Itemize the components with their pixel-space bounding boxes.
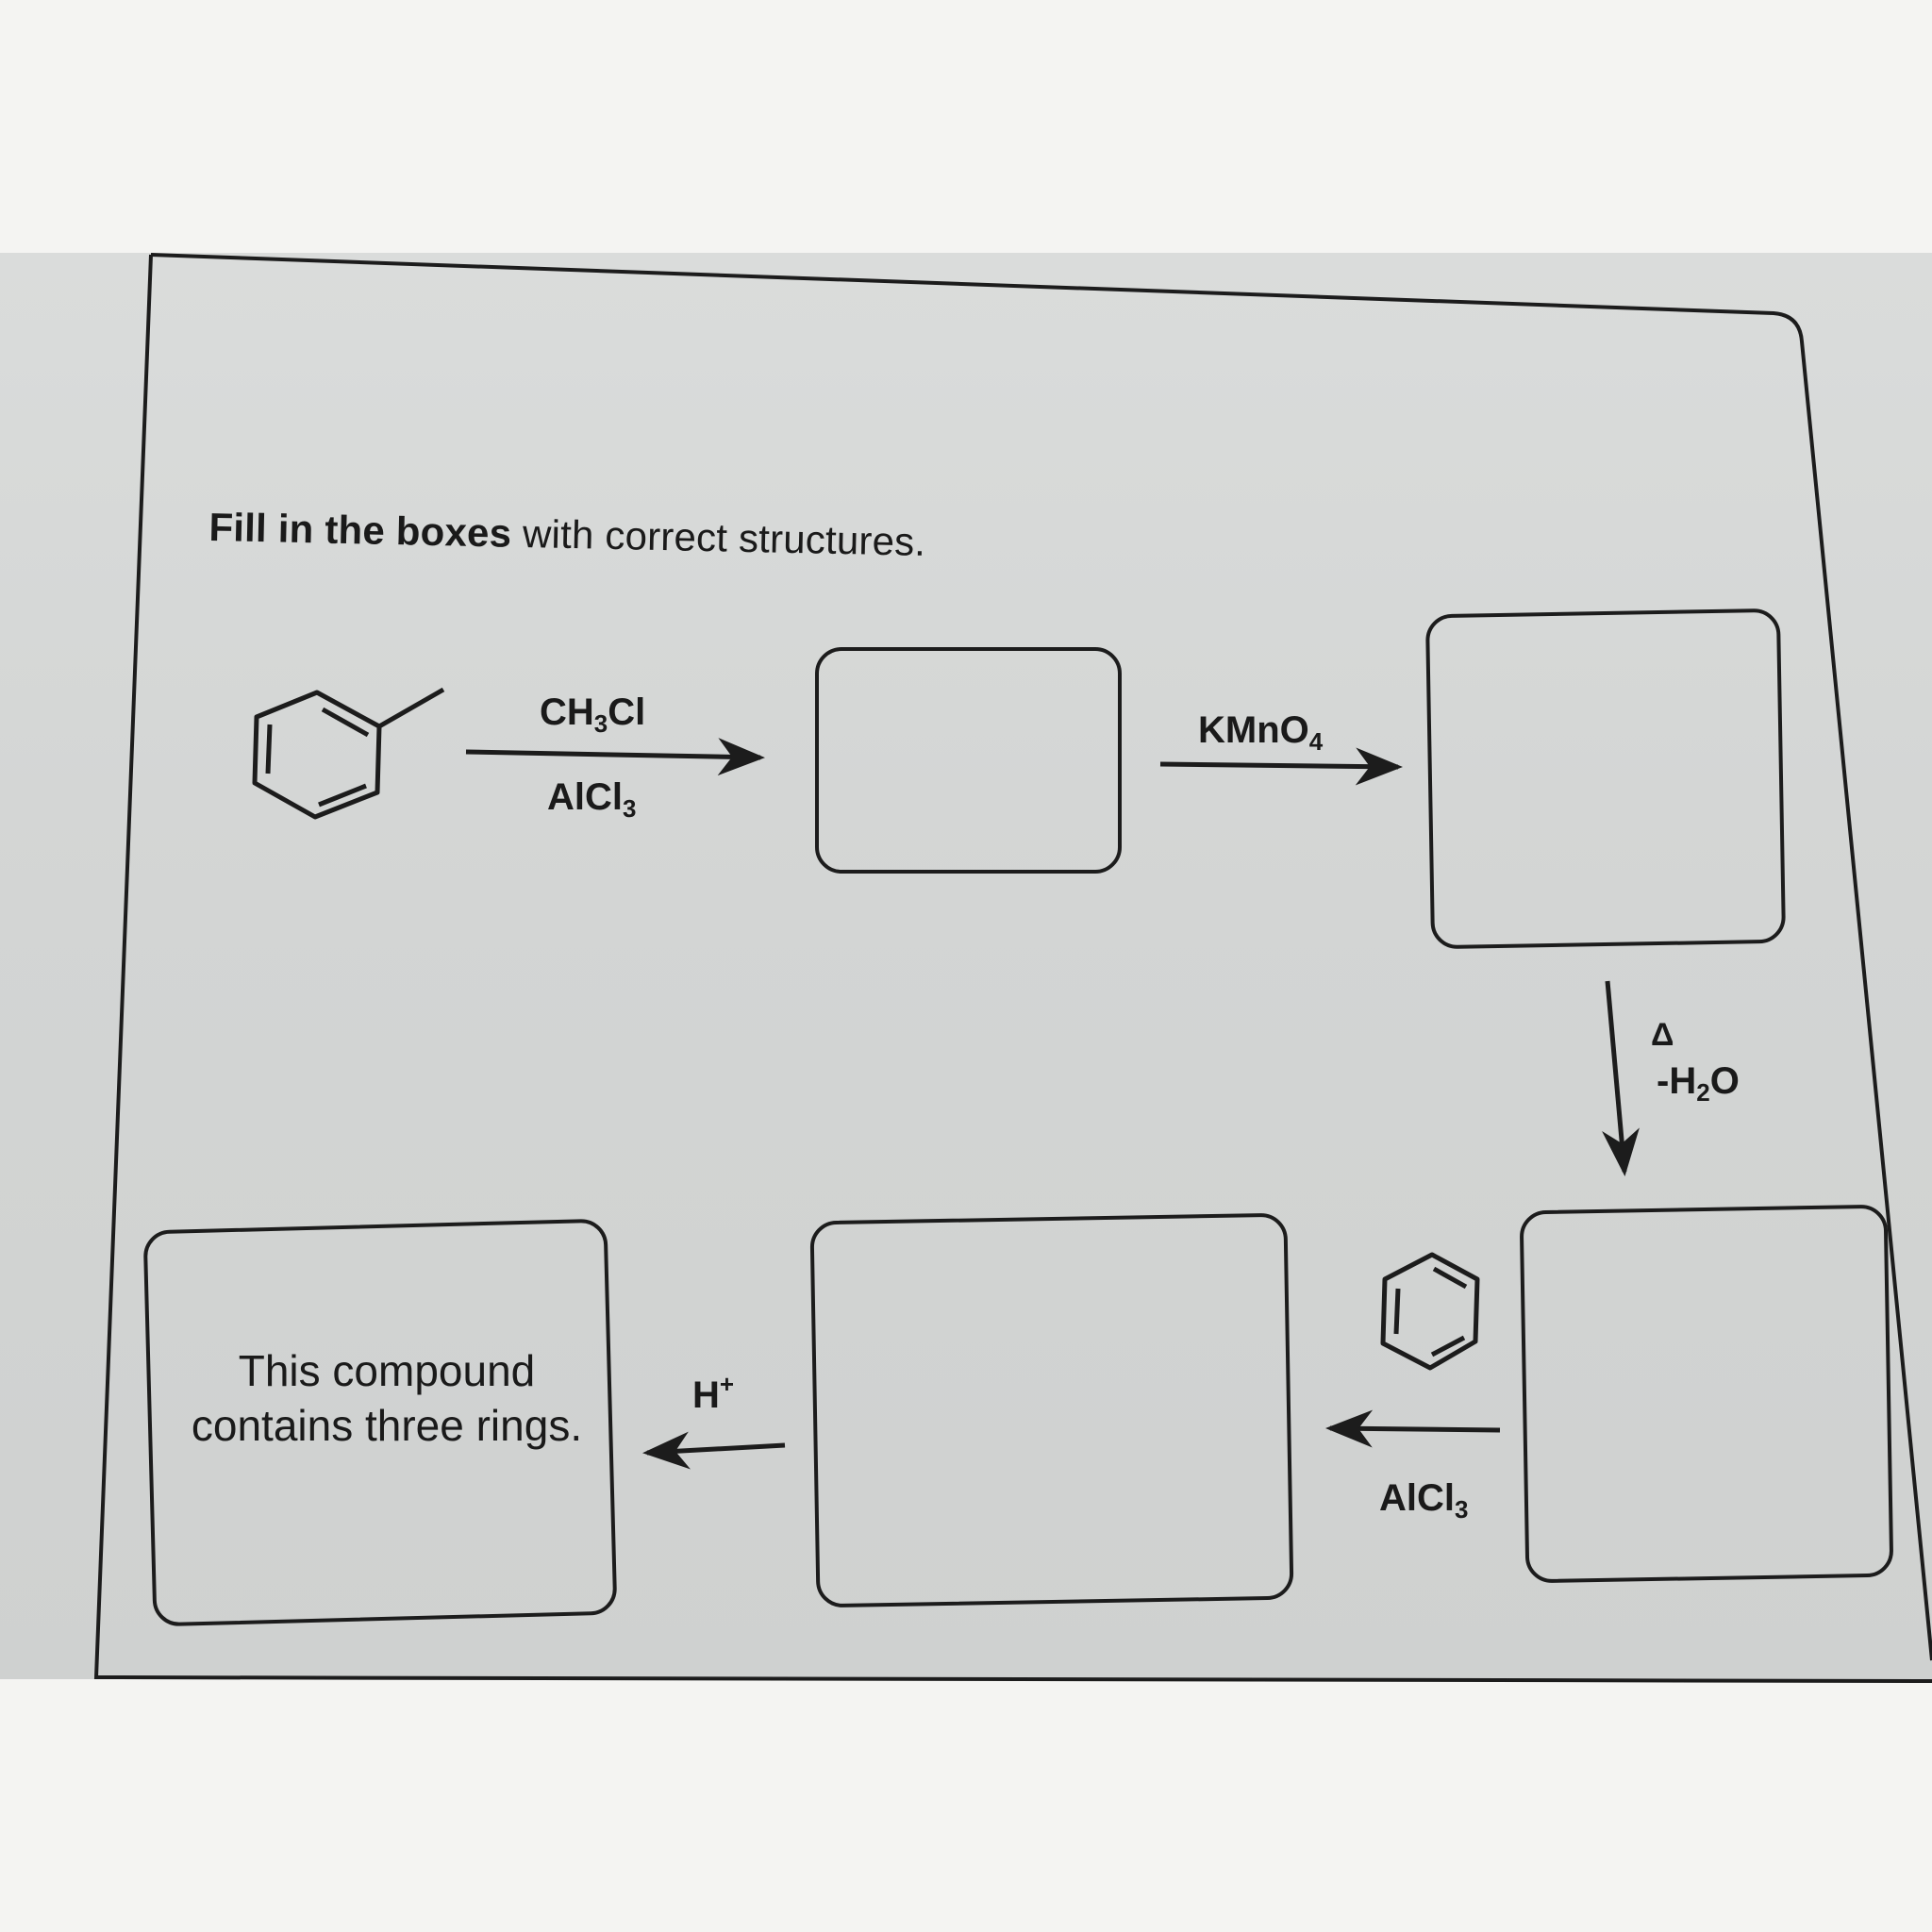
reagent-heat-symbol: Δ	[1651, 1017, 1674, 1053]
reagent-alcl3-step1-main: AlCl	[547, 776, 623, 818]
reagent-ch3cl-sub: 3	[593, 709, 608, 738]
reagent-alcl3-step1: AlCl3	[547, 776, 636, 824]
reagent-minus-water: -H2O	[1657, 1060, 1740, 1108]
final-box-note: This compound contains three rings.	[191, 1346, 583, 1450]
arrow-step4	[1325, 1409, 1501, 1448]
reagent-minus-water-tail: O	[1709, 1060, 1740, 1102]
arrow-step2	[1159, 747, 1403, 786]
arrow-step1	[465, 738, 765, 776]
reagent-minus-water-main: -H	[1657, 1060, 1697, 1102]
reagent-acid-sup: +	[719, 1370, 735, 1398]
reagent-ch3cl-main: CH	[540, 691, 594, 733]
reagent-minus-water-sub: 2	[1696, 1078, 1710, 1107]
reagent-alcl3-step4: AlCl3	[1379, 1477, 1468, 1524]
reagent-kmno4: KMnO4	[1198, 709, 1323, 757]
reagent-acid: H+	[692, 1370, 734, 1417]
reagent-alcl3-step1-sub: 3	[623, 794, 637, 823]
reagent-acid-main: H	[692, 1374, 720, 1416]
benzene-structure	[1380, 1252, 1480, 1371]
reagent-alcl3-step4-sub: 3	[1455, 1495, 1469, 1524]
reagent-ch3cl: CH3Cl	[540, 691, 645, 739]
arrow-step3	[1602, 980, 1640, 1176]
arrow-step5	[642, 1431, 786, 1470]
answer-box-1[interactable]	[815, 647, 1122, 874]
reagent-ch3cl-tail: Cl	[608, 691, 646, 733]
toluene-structure	[252, 687, 445, 820]
reagent-alcl3-step4-main: AlCl	[1379, 1477, 1455, 1519]
reagent-kmno4-sub: 4	[1308, 727, 1324, 756]
reagent-kmno4-main: KMnO	[1198, 709, 1309, 751]
